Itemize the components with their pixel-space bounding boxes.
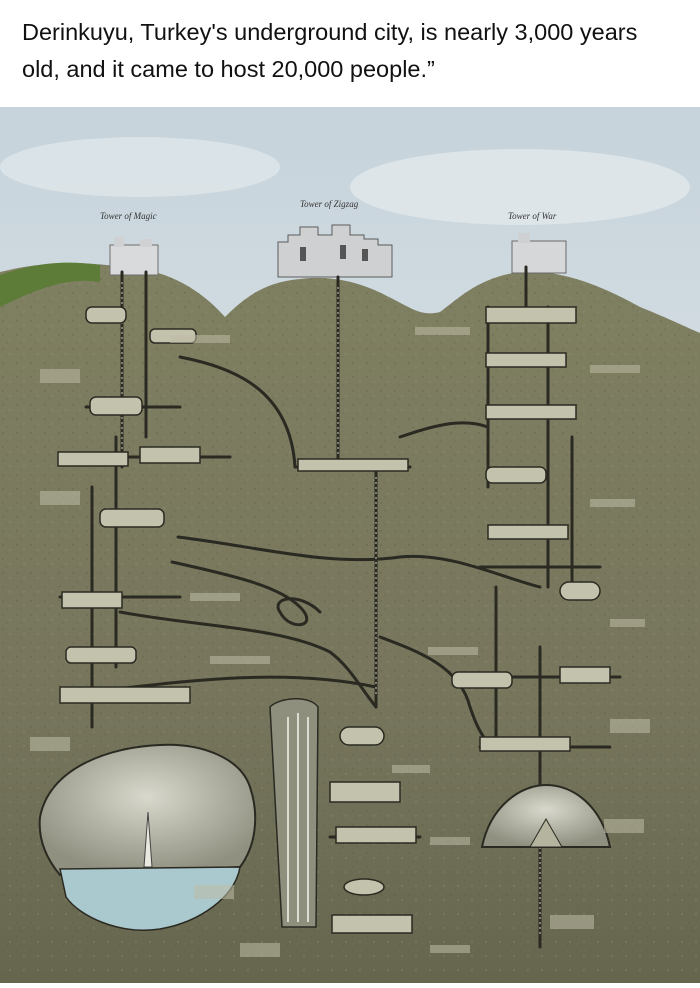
tower-of-magic-label: Tower of Magic [100, 211, 157, 221]
chambers [57, 306, 611, 934]
waterfall [269, 698, 319, 928]
grass [0, 262, 100, 307]
illustration-canvas: Tower of Magic Tower of Zigzag Tower of … [0, 107, 700, 983]
illegible-labels [30, 327, 650, 957]
derinkuyu-illustration: Tower of Magic Tower of Zigzag Tower of … [0, 107, 700, 983]
tower-of-zigzag-ruin [277, 224, 393, 278]
shaft-ladders [121, 282, 541, 937]
underground-lake-cavern [38, 743, 257, 931]
tower-of-war-label: Tower of War [508, 211, 557, 221]
caption-text: Derinkuyu, Turkey's underground city, is… [22, 19, 638, 82]
dome-cavern [480, 783, 612, 848]
tower-of-zigzag-label: Tower of Zigzag [300, 199, 359, 209]
post-caption: Derinkuyu, Turkey's underground city, is… [0, 0, 700, 107]
tower-of-magic-ruin [109, 237, 159, 276]
tower-of-war-ruin [511, 233, 567, 274]
